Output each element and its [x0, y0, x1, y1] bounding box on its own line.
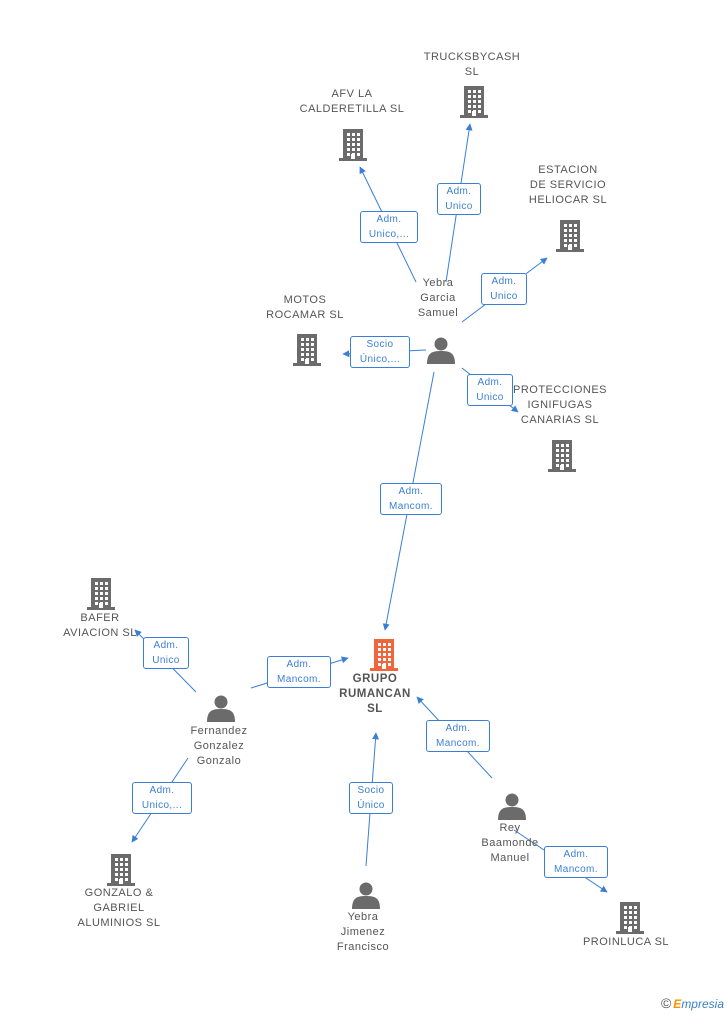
node-label-grupo[interactable]: GRUPO RUMANCAN SL [339, 673, 411, 715]
building-icon-estacion [556, 220, 584, 252]
node-label-rey[interactable]: Rey Baamonde Manuel [481, 822, 539, 864]
edge-label-yebra_garcia-to-afv: Adm. Unico,... [360, 211, 418, 243]
building-icon-motos [293, 334, 321, 366]
edge-label-yebra_jimenez-to-grupo: Socio Único [349, 782, 393, 814]
person-icon-fernandez [207, 695, 235, 722]
person-icon-rey [498, 793, 526, 820]
edge-label-yebra_garcia-to-motos: Socio Único,... [350, 336, 410, 368]
building-icon-afv [339, 129, 367, 161]
copyright-icon: © [660, 995, 672, 1011]
brand-footer: ©Empresia [661, 995, 724, 1011]
node-label-estacion[interactable]: ESTACION DE SERVICIO HELIOCAR SL [528, 164, 608, 206]
node-label-motos[interactable]: MOTOS ROCAMAR SL [266, 294, 344, 321]
edge-label-yebra_garcia-to-protecciones: Adm. Unico [467, 374, 513, 406]
node-label-bafer[interactable]: BAFER AVIACION SL [63, 612, 137, 639]
person-icon-yebra_garcia [427, 337, 455, 364]
node-label-trucksbycash[interactable]: TRUCKSBYCASH SL [423, 51, 521, 78]
node-label-afv[interactable]: AFV LA CALDERETILLA SL [299, 88, 405, 115]
edge-label-fernandez-to-grupo: Adm. Mancom. [267, 656, 331, 688]
edge-label-yebra_garcia-to-estacion: Adm. Unico [481, 273, 527, 305]
edge-label-rey-to-proinluca: Adm. Mancom. [544, 846, 608, 878]
edge-label-yebra_garcia-to-trucksbycash: Adm. Unico [437, 183, 481, 215]
edge-label-fernandez-to-bafer: Adm. Unico [143, 637, 189, 669]
building-icon-trucksbycash [460, 86, 488, 118]
node-label-fernandez[interactable]: Fernandez Gonzalez Gonzalo [190, 725, 248, 767]
edge-label-fernandez-to-gonzalo_gabriel: Adm. Unico,... [132, 782, 192, 814]
node-label-gonzalo_gabriel[interactable]: GONZALO & GABRIEL ALUMINIOS SL [77, 887, 161, 929]
brand-logo-text: mpresia [681, 997, 724, 1011]
building-icon-proinluca [616, 902, 644, 934]
node-label-protecciones[interactable]: PROTECCIONES IGNIFUGAS CANARIAS SL [512, 384, 607, 426]
edge-label-rey-to-grupo: Adm. Mancom. [426, 720, 490, 752]
building-icon-gonzalo_gabriel [107, 854, 135, 886]
person-icon-yebra_jimenez [352, 882, 380, 909]
node-label-yebra_garcia[interactable]: Yebra Garcia Samuel [417, 277, 459, 319]
brand-logo-e: E [673, 997, 682, 1011]
node-label-proinluca[interactable]: PROINLUCA SL [582, 936, 670, 948]
edge-label-yebra_garcia-to-grupo: Adm. Mancom. [380, 483, 442, 515]
building-icon-protecciones [548, 440, 576, 472]
building-icon-grupo [370, 639, 398, 671]
node-label-yebra_jimenez[interactable]: Yebra Jimenez Francisco [336, 911, 390, 953]
building-icon-bafer [87, 578, 115, 610]
